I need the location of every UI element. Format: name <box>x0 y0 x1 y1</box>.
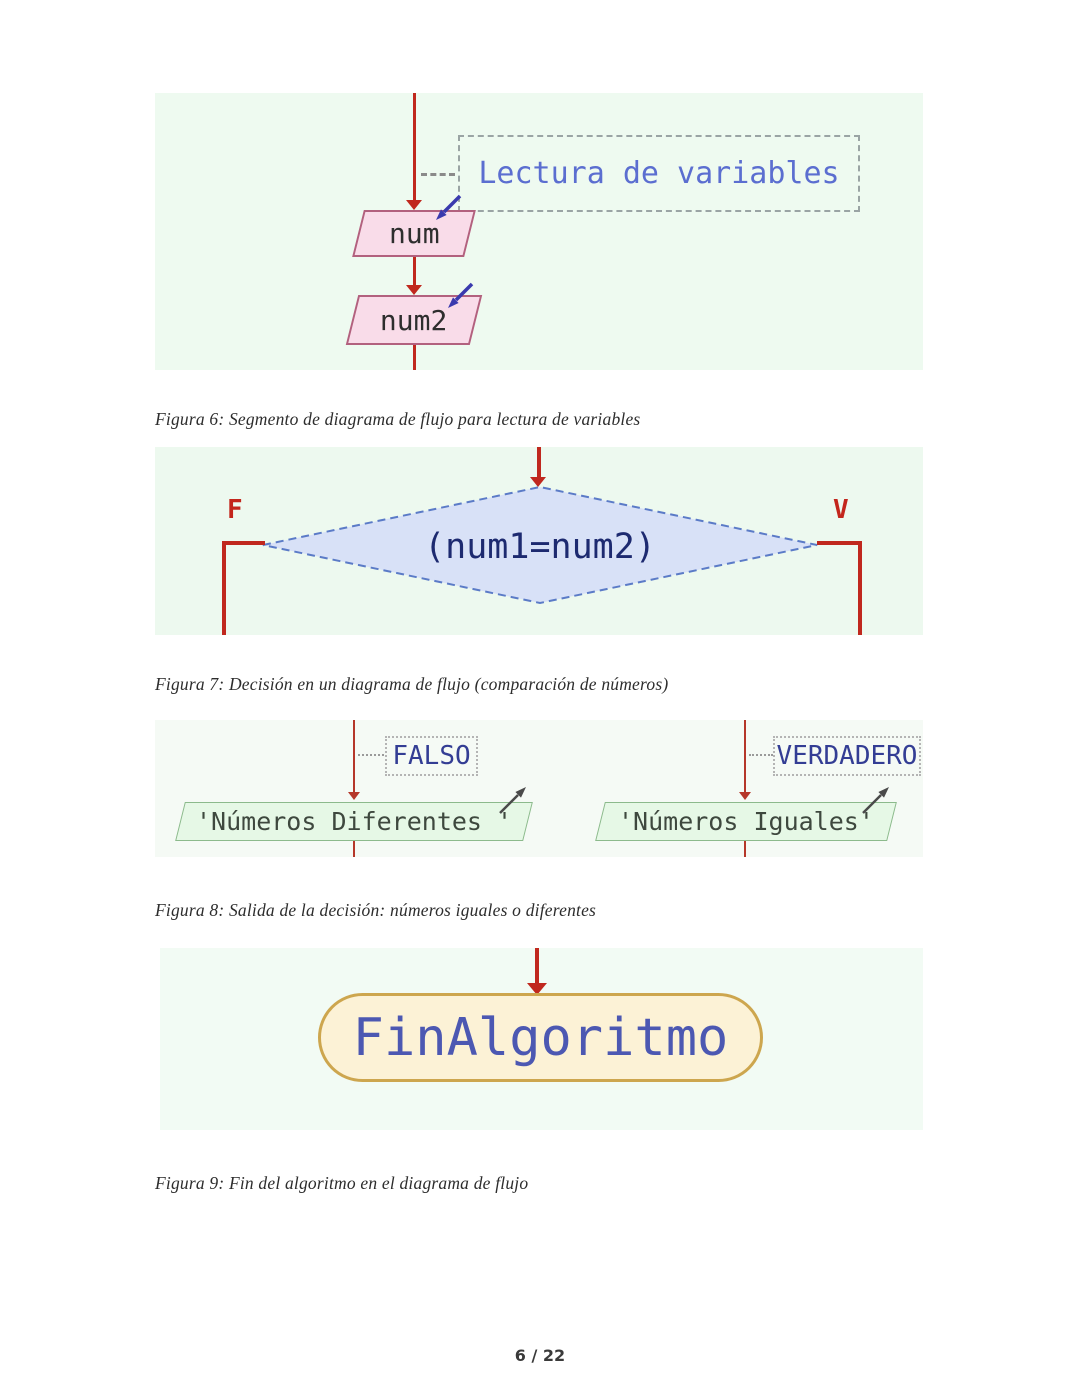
flow-line <box>413 93 416 200</box>
figure6-caption: Figura 6: Segmento de diagrama de flujo … <box>155 409 641 429</box>
flow-line <box>353 720 355 792</box>
flow-line <box>537 447 541 477</box>
terminal-shape: FinAlgoritmo <box>318 993 763 1082</box>
false-annotation-box: FALSO <box>385 736 478 776</box>
arrowhead-down-icon <box>739 792 751 800</box>
output-annotation-arrow-icon <box>862 787 889 814</box>
figure9-caption: Figura 9: Fin del algoritmo en el diagra… <box>155 1173 529 1193</box>
figure8-image: FALSO 'Números Diferentes ' VERDADERO 'N… <box>155 720 923 857</box>
output-shape-label: 'Números Iguales' <box>618 807 874 836</box>
true-branch-label: V <box>833 495 849 525</box>
true-annotation-box: VERDADERO <box>773 736 921 776</box>
arrowhead-down-icon <box>530 477 546 487</box>
decision-diamond <box>262 485 818 605</box>
true-annotation-label: VERDADERO <box>776 741 918 771</box>
annotation-label: Lectura de variables <box>478 156 840 191</box>
output-annotation-arrow-icon <box>499 787 526 814</box>
figure8-caption: Figura 8: Salida de la decisión: números… <box>155 900 597 920</box>
figure7-caption: Figura 7: Decisión en un diagrama de flu… <box>155 674 669 694</box>
false-branch-label: F <box>227 495 243 525</box>
output-shape-diferentes: 'Números Diferentes ' <box>175 802 533 841</box>
arrowhead-down-icon <box>348 792 360 800</box>
input-annotation-arrow-icon <box>448 282 474 308</box>
annotation-connector <box>749 754 773 756</box>
arrowhead-down-icon <box>406 285 422 295</box>
arrowhead-down-icon <box>527 983 547 995</box>
input-annotation-arrow-icon <box>436 194 462 220</box>
branch-line <box>817 541 862 545</box>
annotation-connector <box>421 173 455 176</box>
flow-line <box>353 841 355 857</box>
page-number: 6 / 22 <box>514 1346 566 1365</box>
branch-line <box>222 541 226 635</box>
branch-line <box>858 541 862 635</box>
output-shape-iguales: 'Números Iguales' <box>595 802 897 841</box>
input-shape-label: num2 <box>380 303 448 337</box>
annotation-box: Lectura de variables <box>458 135 860 212</box>
output-shape-label: 'Números Diferentes ' <box>195 807 513 836</box>
branch-line <box>222 541 265 545</box>
flow-line <box>744 841 746 857</box>
arrowhead-down-icon <box>406 200 422 210</box>
figure9-image: FinAlgoritmo <box>160 948 923 1130</box>
flow-line <box>413 257 416 285</box>
flow-line <box>535 948 539 983</box>
false-annotation-label: FALSO <box>392 741 471 771</box>
annotation-connector <box>358 754 384 756</box>
decision-condition-label: (num1=num2) <box>424 527 656 567</box>
figure7-image: (num1=num2) F V <box>155 447 923 635</box>
figure6-image: Lectura de variables num num2 <box>155 93 923 370</box>
flow-line <box>744 720 746 792</box>
flow-line <box>413 345 416 370</box>
terminal-label: FinAlgoritmo <box>352 1007 729 1068</box>
